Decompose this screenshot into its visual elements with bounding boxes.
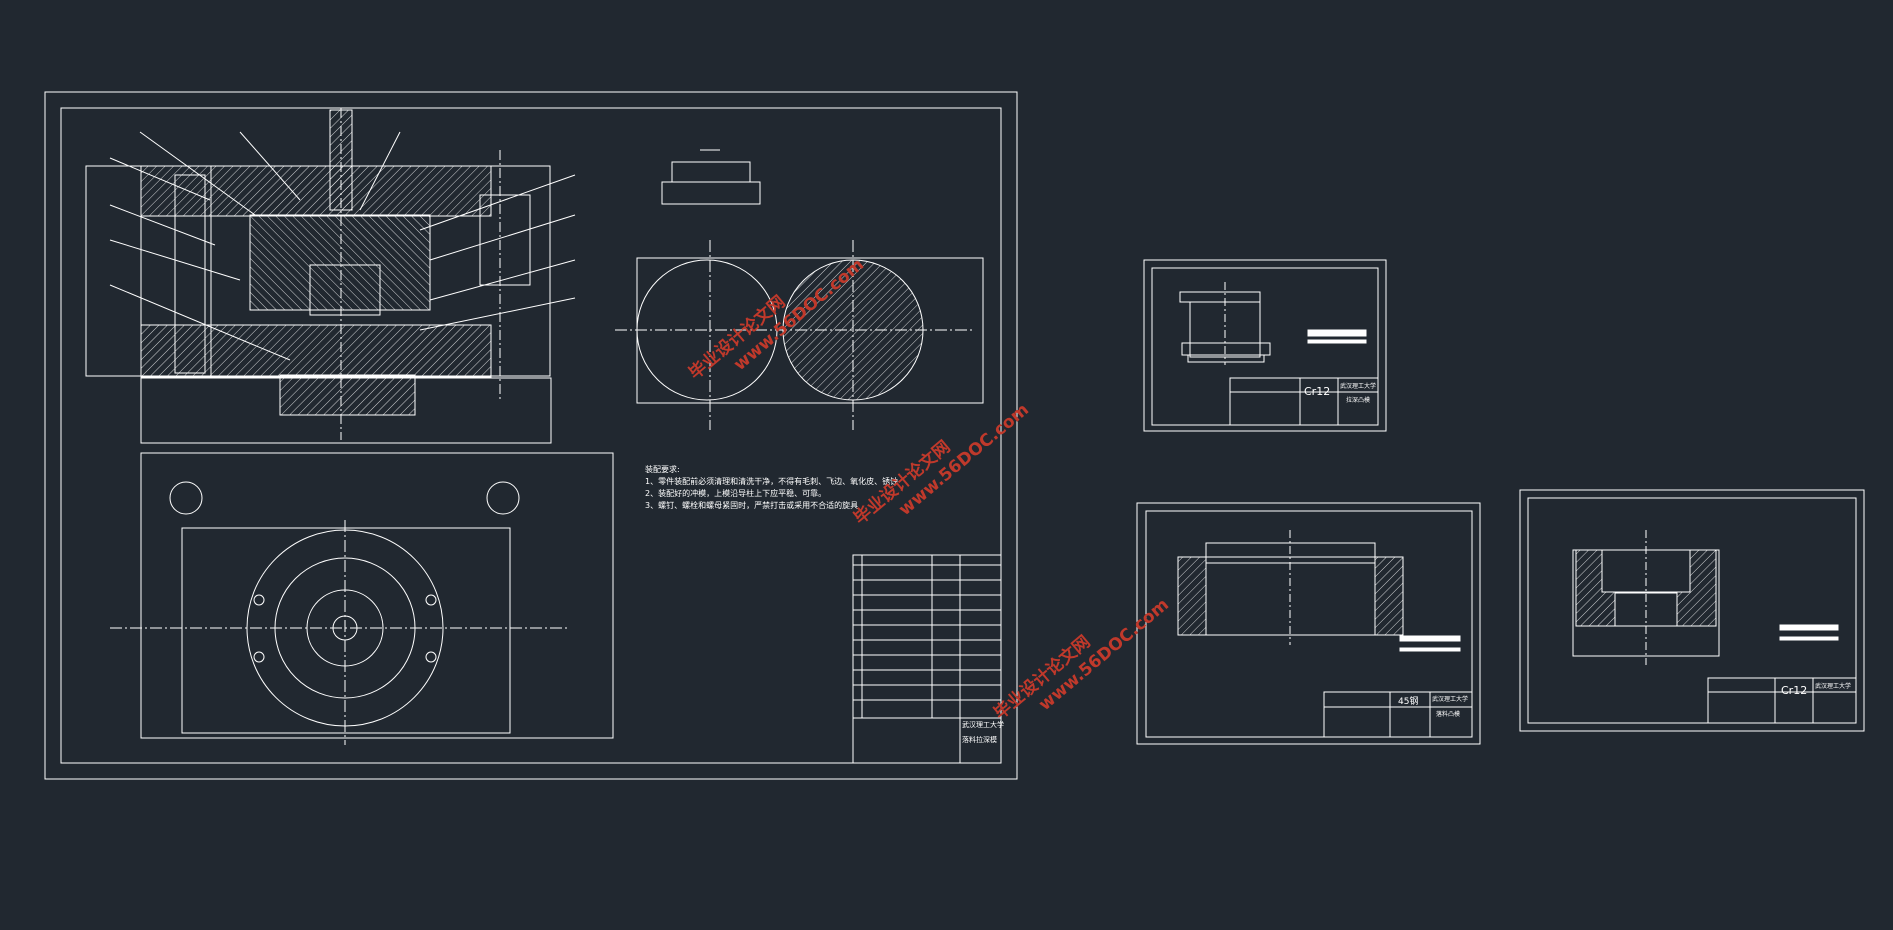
assembly-part-detail [661, 149, 761, 205]
sheet3-school: 武汉理工大学 [1432, 695, 1468, 703]
assembly-title-school: 武汉理工大学 [962, 720, 1004, 729]
note-3: 3、螺钉、螺栓和螺母紧固时，严禁打击或采用不合适的旋具 [645, 500, 858, 510]
assembly-title-drawing: 落料拉深模 [962, 735, 997, 744]
part-sheet-4: Cr12 武汉理工大学 [1519, 489, 1865, 732]
assembly-sheet: 装配要求: 1、零件装配前必须清理和清洗干净，不得有毛刺、飞边、氧化皮、锈蚀 2… [44, 91, 1018, 780]
note-2: 2、装配好的冲模，上模沿导柱上下应平稳、可靠。 [645, 488, 826, 498]
sheet4-material: Cr12 [1781, 684, 1807, 697]
sheet4-school: 武汉理工大学 [1815, 682, 1851, 690]
bill-of-materials [852, 554, 1002, 764]
assembly-notes: 装配要求: 1、零件装配前必须清理和清洗干净，不得有毛刺、飞边、氧化皮、锈蚀 2… [645, 464, 898, 510]
watermark-2: 毕业设计论文网 www.56DOC.com [850, 400, 1033, 529]
note-1: 1、零件装配前必须清理和清洗干净，不得有毛刺、飞边、氧化皮、锈蚀 [645, 476, 898, 486]
assembly-section-view [85, 108, 576, 444]
notes-title: 装配要求: [645, 464, 680, 474]
sheet2-school: 武汉理工大学 [1340, 382, 1376, 390]
sheet3-material: 45钢 [1398, 695, 1418, 707]
part-sheet-3: 45钢 武汉理工大学 落料凸模 [1136, 502, 1481, 745]
sheet2-material: Cr12 [1304, 385, 1330, 398]
assembly-outer-border [44, 91, 1018, 780]
part-sheet-2: Cr12 武汉理工大学 拉深凸模 [1143, 259, 1387, 432]
assembly-plan-view [110, 452, 614, 745]
leader-lines [109, 131, 576, 361]
strip-layout-view [615, 240, 984, 430]
assembly-inner-border [60, 107, 1002, 764]
sheet3-drawing: 落料凸模 [1436, 710, 1460, 718]
sheet2-drawing: 拉深凸模 [1346, 396, 1370, 404]
